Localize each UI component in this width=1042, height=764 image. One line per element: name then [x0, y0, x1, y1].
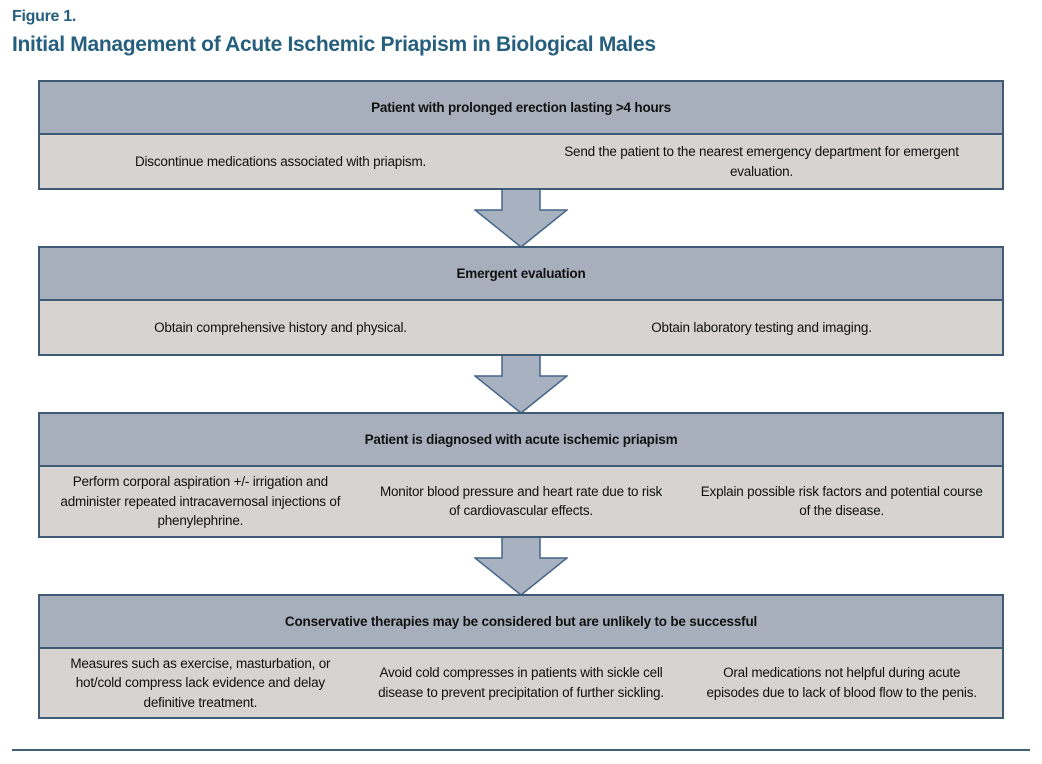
block-body: Discontinue medications associated with … — [40, 133, 1002, 188]
down-arrow-icon — [474, 354, 568, 414]
down-arrow-icon — [474, 188, 568, 248]
block-cell: Avoid cold compresses in patients with s… — [378, 665, 664, 701]
block-cell: Monitor blood pressure and heart rate du… — [379, 483, 663, 519]
flow-block-prolonged-erection: Patient with prolonged erection lasting … — [38, 80, 1004, 190]
footer-divider — [12, 749, 1030, 751]
block-header: Emergent evaluation — [40, 248, 1002, 299]
block-header: Conservative therapies may be considered… — [40, 595, 1002, 647]
block-cell: Perform corporal aspiration +/- irrigati… — [60, 474, 341, 529]
down-arrow-icon — [474, 535, 568, 596]
block-cell: Explain possible risk factors and potent… — [700, 483, 983, 519]
block-cell: Oral medications not helpful during acut… — [706, 665, 978, 701]
flow-block-emergent-evaluation: Emergent evaluation Obtain comprehensive… — [38, 246, 1004, 356]
block-body: Obtain comprehensive history and physica… — [40, 299, 1002, 354]
block-cell: Discontinue medications associated with … — [134, 153, 427, 169]
block-body: Perform corporal aspiration +/- irrigati… — [40, 465, 1002, 536]
block-cell: Obtain comprehensive history and physica… — [154, 319, 407, 335]
block-cell: Measures such as exercise, masturbation,… — [70, 655, 331, 710]
flow-arrow — [38, 354, 1004, 414]
figure-title: Initial Management of Acute Ischemic Pri… — [12, 33, 656, 56]
block-header: Patient is diagnosed with acute ischemic… — [40, 414, 1002, 465]
block-body: Measures such as exercise, masturbation,… — [40, 646, 1002, 718]
flow-arrow — [38, 535, 1004, 596]
figure-label: Figure 1. — [12, 8, 76, 25]
flow-block-conservative-therapies: Conservative therapies may be considered… — [38, 593, 1004, 720]
flow-arrow — [38, 188, 1004, 248]
flow-block-diagnosis: Patient is diagnosed with acute ischemic… — [38, 412, 1004, 538]
block-cell: Send the patient to the nearest emergenc… — [564, 143, 959, 179]
block-cell: Obtain laboratory testing and imaging. — [651, 319, 872, 335]
block-header: Patient with prolonged erection lasting … — [40, 82, 1002, 133]
flowchart: Patient with prolonged erection lasting … — [38, 80, 1004, 720]
